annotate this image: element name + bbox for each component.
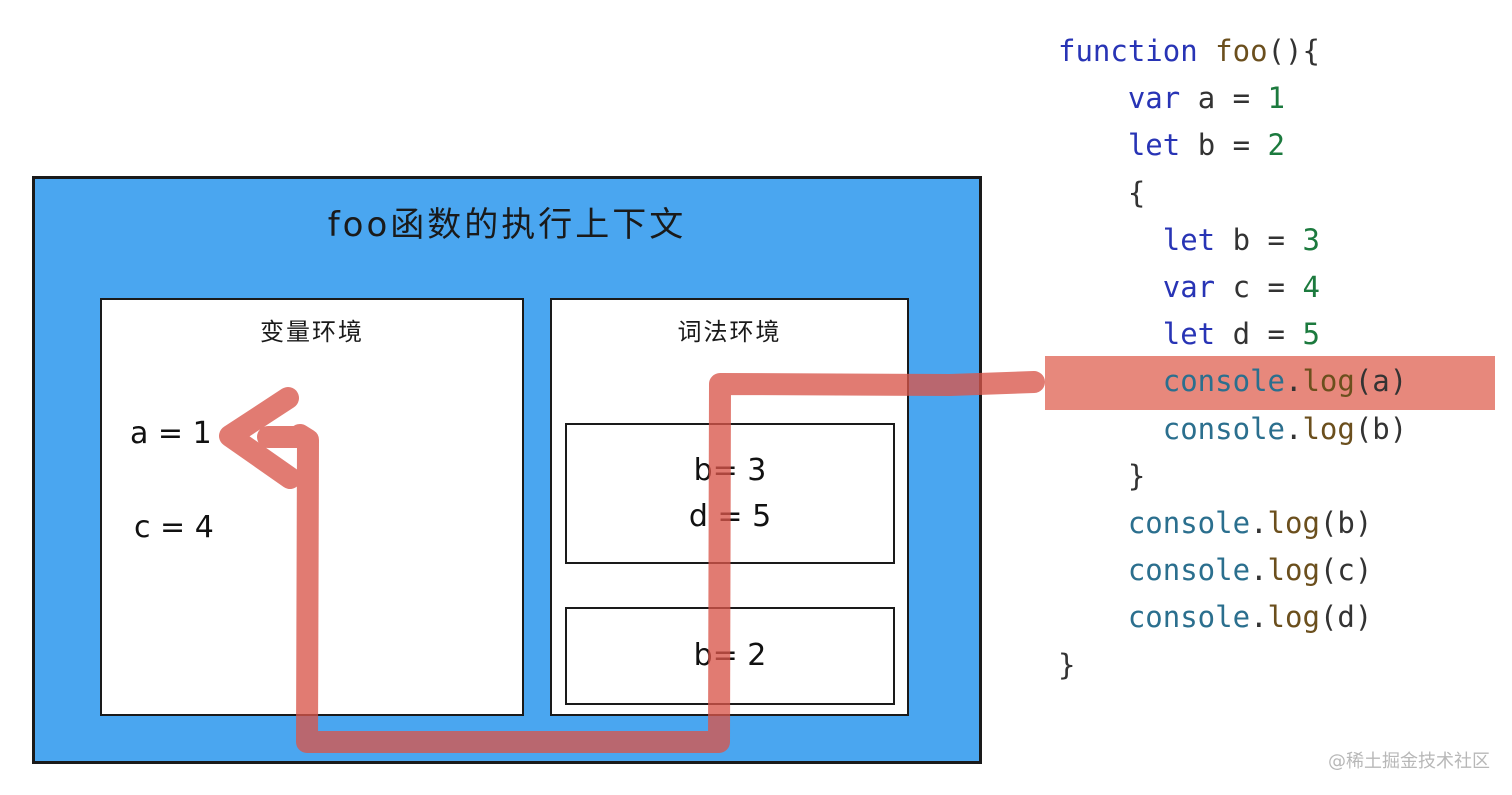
code-line: console.log(b) <box>1058 500 1407 547</box>
code-token: log <box>1267 600 1320 635</box>
code-line: console.log(b) <box>1058 406 1407 453</box>
code-token: (d) <box>1319 600 1373 635</box>
code-token: { <box>1058 175 1146 210</box>
code-token: } <box>1058 458 1146 493</box>
code-line: { <box>1058 170 1407 217</box>
code-token: . <box>1250 506 1268 541</box>
highlighted-code-line <box>1045 356 1495 410</box>
code-token: (a) <box>1354 364 1408 399</box>
execution-context-title: foo函数的执行上下文 <box>327 205 687 245</box>
code-token: let <box>1127 128 1181 163</box>
code-token: console <box>1127 553 1251 588</box>
code-token: console <box>1162 411 1285 446</box>
code-token: } <box>1058 647 1076 682</box>
code-token: 5 <box>1302 317 1320 352</box>
lookup-path-arrow <box>219 371 1045 753</box>
code-token: (b) <box>1319 506 1373 541</box>
code-token: console <box>1127 506 1251 541</box>
lexical-environment-title: 词法环境 <box>677 318 782 346</box>
code-token: . <box>1250 553 1268 588</box>
code-token: foo <box>1215 34 1268 68</box>
watermark: @稀土掘金技术社区 <box>1328 751 1490 772</box>
code-token: let <box>1162 317 1216 352</box>
code-token: . <box>1250 600 1268 635</box>
code-token: 1 <box>1267 81 1286 116</box>
variable-a: a = 1 <box>130 416 212 451</box>
code-token: b = <box>1180 128 1268 163</box>
code-token: log <box>1267 553 1320 588</box>
code-token: 3 <box>1302 222 1320 257</box>
code-token: . <box>1284 411 1303 446</box>
code-token: console <box>1162 364 1285 399</box>
code-token: c = <box>1215 270 1303 305</box>
code-line: console.log(d) <box>1058 594 1407 641</box>
code-token: log <box>1302 364 1355 399</box>
code-line: console.log(c) <box>1058 547 1407 594</box>
code-line: } <box>1058 642 1407 689</box>
code-listing: function foo(){ var a = 1 let b = 2 { le… <box>1058 28 1407 689</box>
code-line: var c = 4 <box>1058 264 1407 311</box>
code-token: let <box>1162 222 1216 257</box>
variable-environment-title: 变量环境 <box>260 318 364 346</box>
code-token: log <box>1302 411 1355 446</box>
code-token: (){ <box>1267 34 1320 68</box>
code-line: let b = 2 <box>1058 122 1407 169</box>
code-token: d = <box>1215 317 1303 352</box>
code-token: 2 <box>1267 128 1286 163</box>
code-token: a = <box>1180 81 1268 116</box>
code-line: var a = 1 <box>1058 75 1407 122</box>
code-line: } <box>1058 453 1407 500</box>
code-line: function foo(){ <box>1058 28 1407 75</box>
variable-c: c = 4 <box>134 510 214 545</box>
execution-context: foo函数的执行上下文 变量环境 a = 1 c = 4 词法环境 b= 3 d… <box>32 176 982 764</box>
code-token: (b) <box>1354 411 1408 446</box>
code-line: let b = 3 <box>1058 217 1407 264</box>
code-token: . <box>1284 364 1303 399</box>
code-token: function <box>1058 34 1198 68</box>
code-line: console.log(a) <box>1058 358 1407 405</box>
code-line: let d = 5 <box>1058 311 1407 358</box>
code-token: 4 <box>1302 270 1320 305</box>
lexical-environment: 词法环境 b= 3 d = 5 b= 2 <box>550 298 909 716</box>
code-token: var <box>1127 81 1181 116</box>
code-token: (c) <box>1319 553 1373 588</box>
code-token: b = <box>1215 222 1303 257</box>
code-token: console <box>1127 600 1251 635</box>
code-token: var <box>1162 270 1216 305</box>
code-token: log <box>1267 506 1320 541</box>
